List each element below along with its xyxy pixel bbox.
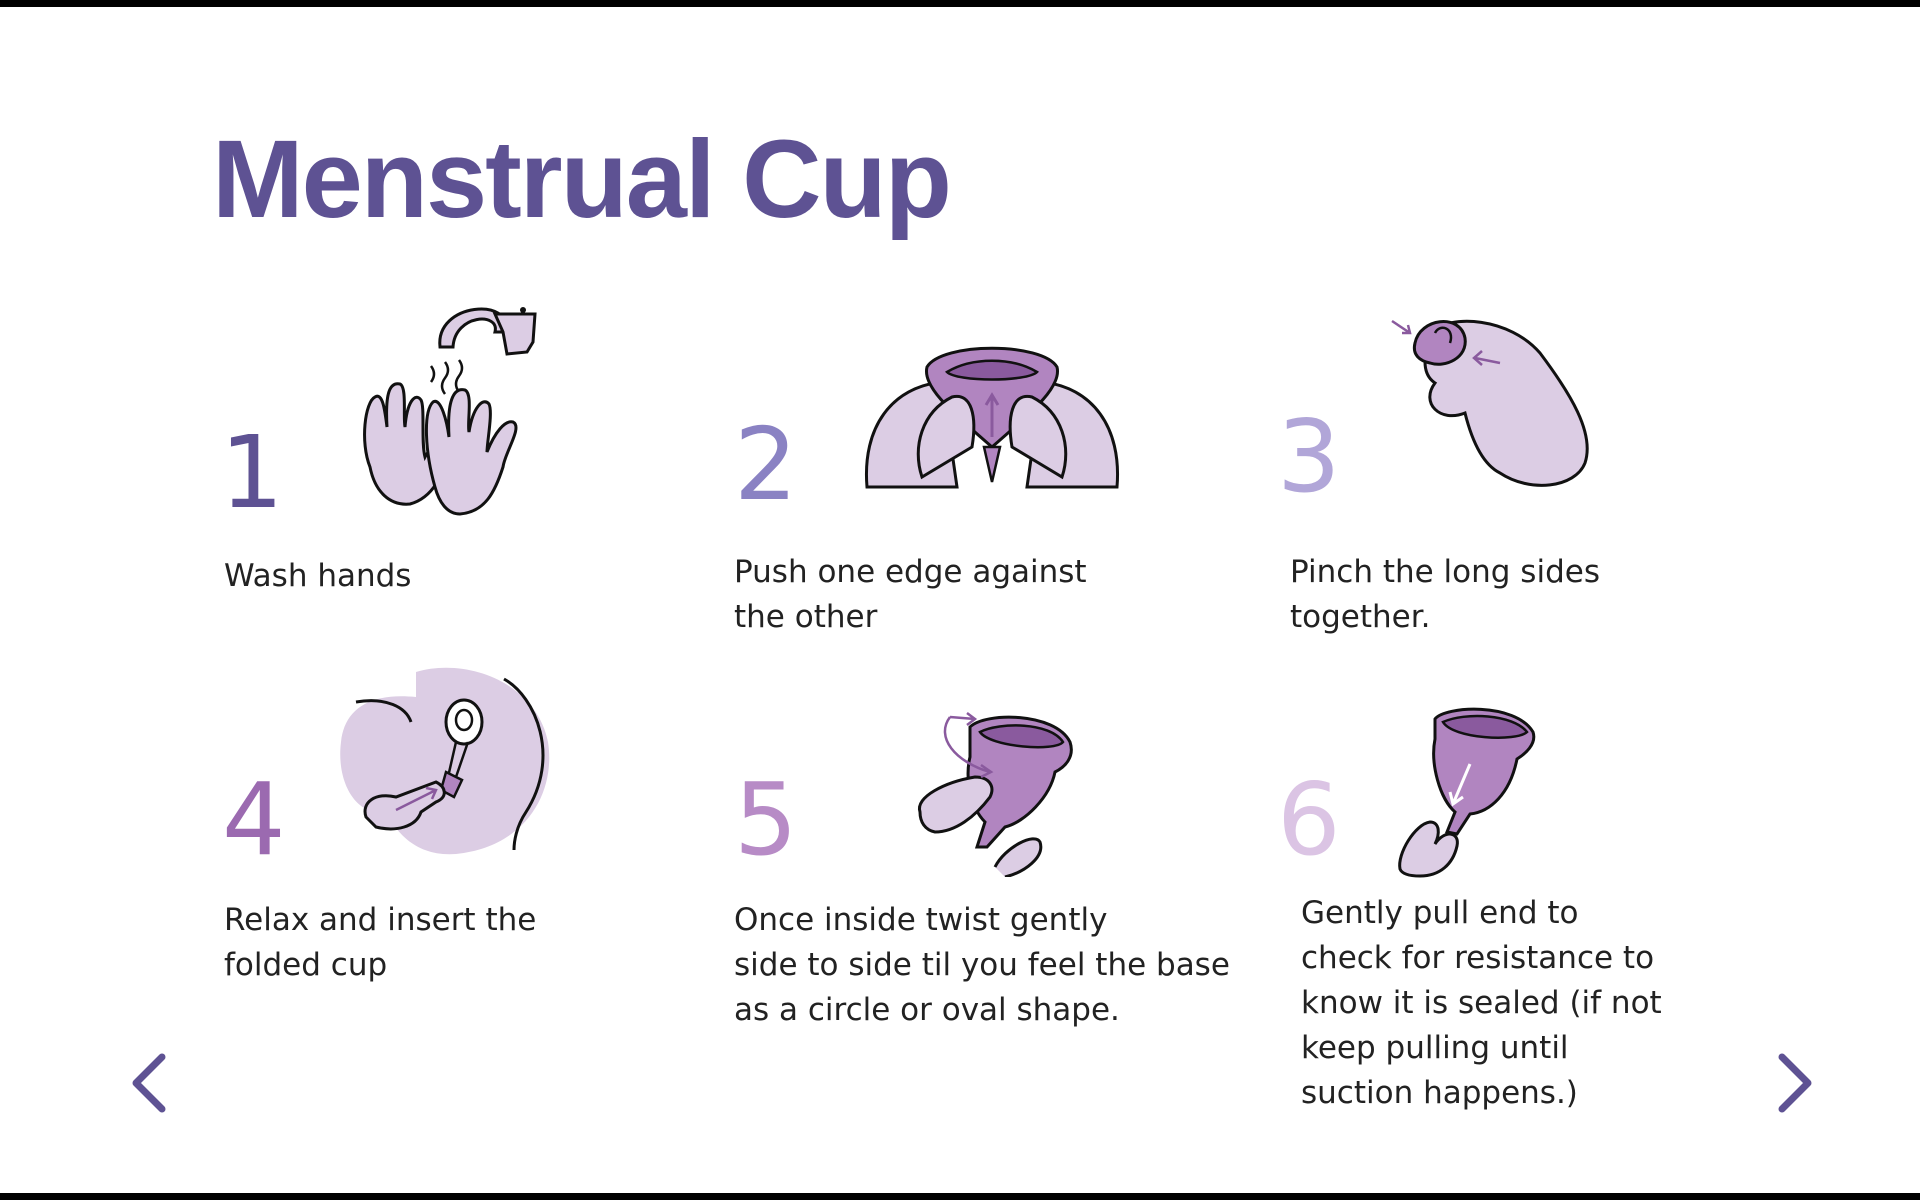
step-number: 5 [734, 761, 798, 878]
step-description: Push one edge against the other [734, 550, 1087, 640]
step-description-line: together. [1290, 599, 1431, 635]
step-description-line: Gently pull end to [1301, 895, 1579, 931]
step-number: 6 [1277, 761, 1341, 878]
step-description: Gently pull end to check for resistance … [1301, 891, 1662, 1116]
step-description: Relax and insert the folded cup [224, 898, 536, 988]
step-description-line: suction happens.) [1301, 1075, 1578, 1111]
step-description: Wash hands [224, 554, 411, 599]
pinch-cup-illustration [1391, 319, 1589, 487]
step-description-line: know it is sealed (if not [1301, 985, 1662, 1021]
step-number: 4 [222, 761, 286, 878]
step-description-line: as a circle or oval shape. [734, 992, 1120, 1028]
step-description-line: check for resistance to [1301, 940, 1655, 976]
step-description: Once inside twist gently side to side ti… [734, 898, 1230, 1033]
next-button[interactable] [1770, 1047, 1820, 1117]
step-description-line: folded cup [224, 947, 388, 983]
pull-cup-illustration [1398, 707, 1536, 878]
chevron-left-icon [132, 1053, 166, 1113]
step-number: 3 [1277, 398, 1341, 515]
step-description-line: the other [734, 599, 878, 635]
page-title: Menstrual Cup [212, 118, 952, 241]
step-description-line: Wash hands [224, 558, 412, 594]
twist-cup-illustration [918, 712, 1073, 877]
fold-cup-illustration [864, 346, 1120, 489]
step-description-line: Pinch the long sides [1290, 554, 1600, 590]
step-description-line: Relax and insert the [224, 902, 537, 938]
slide: Menstrual Cup 1 Wash hands 2 [0, 7, 1920, 1193]
chevron-right-icon [1778, 1053, 1812, 1113]
step-description-line: side to side til you feel the base [734, 947, 1230, 983]
step-number: 2 [734, 406, 798, 523]
hand-washing-illustration [363, 307, 537, 516]
insert-cup-illustration [340, 667, 550, 855]
step-description-line: keep pulling until [1301, 1030, 1569, 1066]
step-description: Pinch the long sides together. [1290, 550, 1600, 640]
step-description-line: Push one edge against [734, 554, 1087, 590]
prev-button[interactable] [124, 1047, 174, 1117]
step-description-line: Once inside twist gently [734, 902, 1108, 938]
step-number: 1 [220, 414, 284, 531]
